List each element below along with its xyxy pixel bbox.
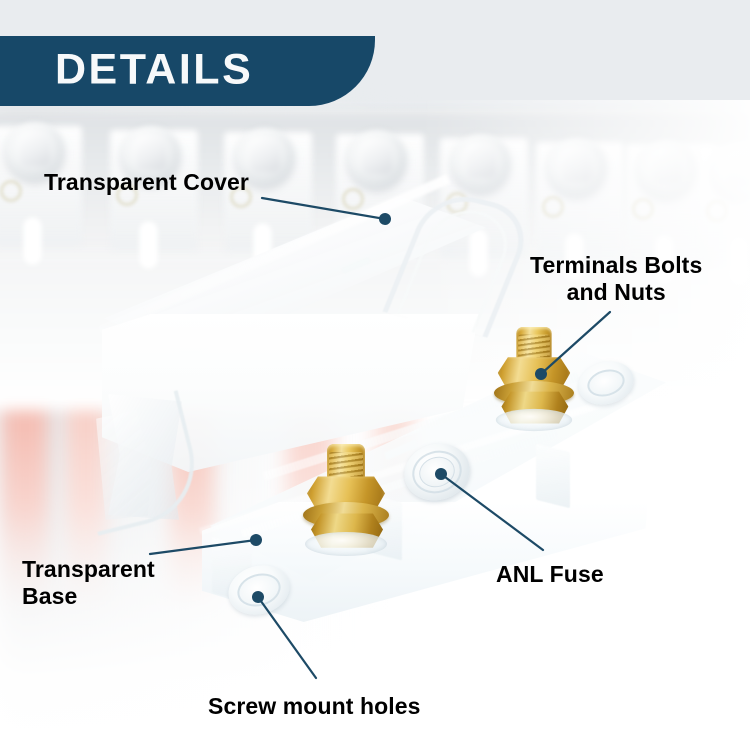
- background-ring: [230, 186, 252, 208]
- leader-line-transparent-base: [148, 538, 258, 556]
- callout-label-screw-mount-holes: Screw mount holes: [208, 693, 421, 719]
- callout-label-transparent-base: Transparent Base: [22, 556, 155, 610]
- callout-label-terminals-bolts-and-nuts: Terminals Bolts and Nuts: [530, 252, 703, 306]
- leader-line-anl-fuse: [439, 472, 545, 552]
- leader-line-terminals-bolts-and-nuts: [539, 310, 612, 376]
- leader-dot-screw-mount-holes: [252, 591, 264, 603]
- leader-dot-transparent-cover: [379, 213, 391, 225]
- terminal-bolt-front: [303, 444, 389, 556]
- background-ring: [116, 184, 138, 206]
- background-bolt: [348, 130, 406, 188]
- details-banner: DETAILS: [0, 36, 375, 106]
- leader-line-screw-mount-holes: [256, 595, 318, 680]
- background-slot: [24, 218, 41, 264]
- callout-label-anl-fuse: ANL Fuse: [496, 561, 604, 587]
- background-bolt: [236, 128, 294, 186]
- transparent-cover: [68, 174, 538, 536]
- leader-line-transparent-cover: [260, 196, 387, 221]
- background-bolt: [6, 122, 64, 180]
- leader-dot-terminals-bolts-and-nuts: [535, 368, 547, 380]
- background-bolt: [122, 126, 180, 184]
- background-ring: [0, 180, 22, 202]
- background-slot: [140, 222, 157, 268]
- bolt-base-collar: [305, 532, 387, 556]
- page-title: DETAILS: [55, 45, 254, 94]
- bolt-base-collar: [495, 408, 573, 432]
- leader-dot-anl-fuse: [435, 468, 447, 480]
- leader-dot-transparent-base: [250, 534, 262, 546]
- callout-label-transparent-cover: Transparent Cover: [44, 169, 249, 195]
